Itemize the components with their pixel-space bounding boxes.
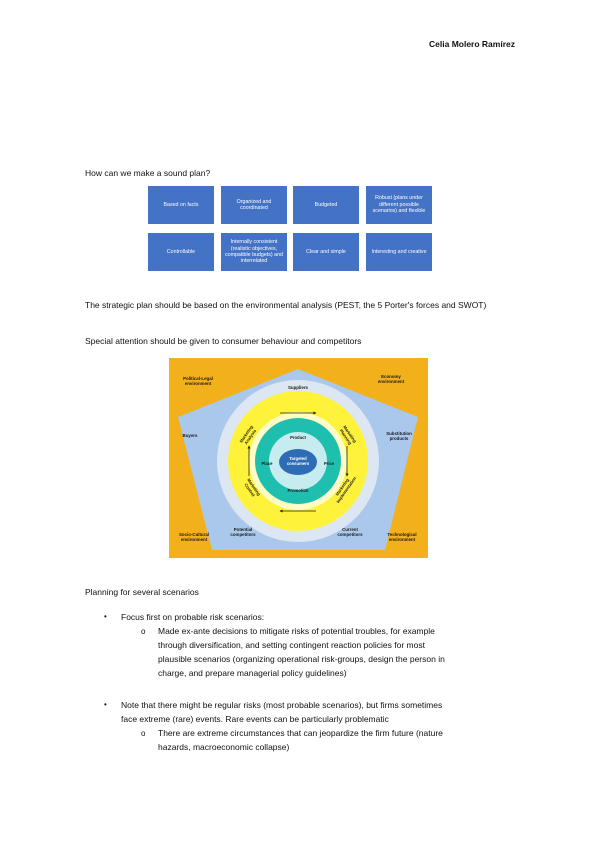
sub-bullet-line: plausible scenarios (organizing operatio… — [158, 654, 445, 664]
sub-bullet-line: Made ex-ante decisions to mitigate risks… — [158, 626, 435, 636]
bullet-item-1: Focus first on probable risk scenarios: — [121, 610, 264, 624]
plan-box: Clear and simple — [293, 233, 359, 271]
force-potential-competitors: competitors — [230, 532, 256, 537]
corner-economy: Economy — [381, 374, 401, 379]
corner-political-legal: environment — [185, 381, 212, 386]
center-targeted-consumers: consumers — [287, 461, 310, 466]
sub-bullet-marker: o — [141, 627, 146, 636]
plan-box: Interesting and creative — [366, 233, 432, 271]
sub-bullet-marker: o — [141, 729, 146, 738]
sub-bullet-item-2: There are extreme circumstances that can… — [158, 726, 443, 754]
strategic-plan-paragraph: The strategic plan should be based on th… — [85, 300, 487, 310]
force-potential-competitors: Potential — [234, 527, 253, 532]
plan-box: Budgeted — [293, 186, 359, 224]
plan-box: Organized and coordinated — [221, 186, 287, 224]
force-buyers: Buyers — [183, 433, 198, 438]
bullet-marker: • — [104, 612, 107, 621]
center-targeted-consumers: Targeted — [289, 456, 307, 461]
sub-bullet-line: through diversification, and setting con… — [158, 640, 425, 650]
plan-box: Based on facts — [148, 186, 214, 224]
bullet-text-line: Focus first on probable risk scenarios: — [121, 612, 265, 622]
mix-place: Place — [262, 461, 274, 466]
mix-product: Product — [290, 435, 306, 440]
bullet-marker: • — [104, 700, 107, 709]
force-current-competitors: Current — [342, 527, 358, 532]
force-suppliers: Suppliers — [288, 385, 309, 390]
bullet-text-line: face extreme (rare) events. Rare events … — [121, 714, 389, 724]
sub-bullet-item-1: Made ex-ante decisions to mitigate risks… — [158, 624, 445, 680]
plan-box: Internally consistent (realistic objecti… — [221, 233, 287, 271]
corner-economy: environment — [378, 379, 405, 384]
center-disc — [279, 449, 317, 475]
sub-bullet-line: charge, and prepare managerial policy gu… — [158, 668, 347, 678]
author-name: Celia Molero Ramírez — [429, 39, 515, 49]
mix-promotion: Promotion — [288, 488, 309, 493]
corner-socio-cultural: Socio-Cultural — [179, 532, 209, 537]
force-substitution: Substitution — [386, 431, 412, 436]
corner-technological: Technological — [387, 532, 416, 537]
question-heading: How can we make a sound plan? — [85, 168, 211, 178]
section-title: Planning for several scenarios — [85, 587, 199, 597]
force-substitution: products — [390, 436, 409, 441]
corner-socio-cultural: environment — [181, 537, 208, 542]
marketing-environment-diagram: Political-Legal environment Economy envi… — [169, 358, 428, 558]
bullet-item-2: Note that there might be regular risks (… — [121, 698, 442, 726]
plan-box: Controllable — [148, 233, 214, 271]
plan-box: Robust (plans under different possible s… — [366, 186, 432, 224]
corner-political-legal: Political-Legal — [183, 376, 213, 381]
corner-technological: environment — [389, 537, 416, 542]
plan-boxes-grid: Based on facts Organized and coordinated… — [148, 186, 432, 272]
force-current-competitors: competitors — [337, 532, 363, 537]
bullet-text-line: Note that there might be regular risks (… — [121, 700, 443, 710]
special-attention-paragraph: Special attention should be given to con… — [85, 336, 362, 346]
sub-bullet-line: hazards, macroeconomic collapse) — [158, 742, 290, 752]
mix-price: Price — [324, 461, 335, 466]
sub-bullet-line: There are extreme circumstances that can… — [158, 728, 443, 738]
